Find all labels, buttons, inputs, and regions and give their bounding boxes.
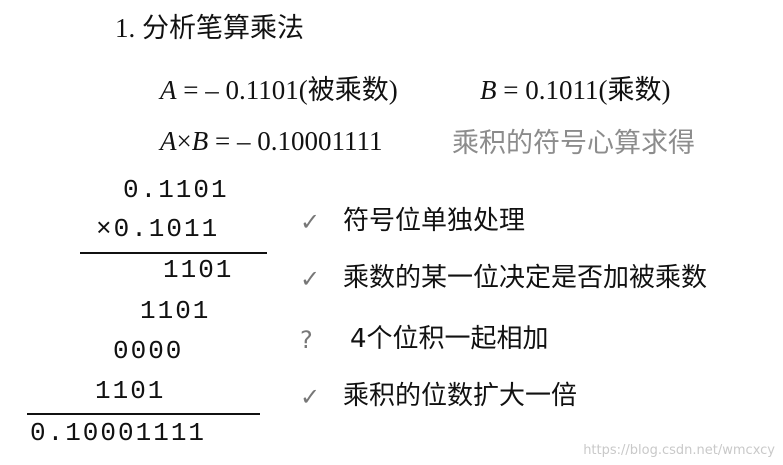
bullet-sign-bit: 符号位单独处理	[343, 206, 526, 236]
check-icon: ✓	[300, 265, 321, 293]
calc-row-result: 0.10001111	[30, 418, 207, 448]
check-icon: ✓	[300, 208, 321, 236]
formula-product: A×B = – 0.10001111	[160, 128, 382, 155]
var-a: A	[160, 75, 177, 105]
calc-row-partial-3: 0000	[113, 336, 184, 366]
sign-note: 乘积的符号心算求得	[452, 128, 695, 159]
multiplier-expression: = 0.1011(乘数)	[496, 75, 671, 105]
formula-multiplier: B = 0.1011(乘数)	[480, 77, 670, 104]
times-sign: ×	[176, 126, 192, 156]
calc-row-multiplicand: 0.1101	[123, 175, 229, 205]
var-b: B	[480, 75, 497, 105]
bullet-product-width: 乘积的位数扩大一倍	[343, 381, 578, 411]
product-expression: = – 0.10001111	[208, 126, 383, 156]
bullet-multiplier-bit: 乘数的某一位决定是否加被乘数	[343, 263, 708, 293]
calc-divider-top	[80, 252, 267, 254]
bullet-partial-sum: 4个位积一起相加	[350, 324, 549, 354]
var-b: B	[191, 126, 209, 156]
var-a: A	[160, 126, 177, 156]
calc-row-partial-1: 1101	[163, 255, 234, 285]
check-icon: ✓	[300, 383, 321, 411]
calc-row-partial-4: 1101	[95, 376, 166, 406]
formula-multiplicand: A = – 0.1101(被乘数)	[160, 77, 398, 104]
multiplicand-expression: = – 0.1101(被乘数)	[176, 75, 398, 105]
calc-row-partial-2: 1101	[140, 296, 211, 326]
calc-row-multiplier: ×0.1011	[96, 214, 220, 244]
watermark: https://blog.csdn.net/wmcxcy	[583, 443, 775, 458]
page-title: 1. 分析笔算乘法	[115, 13, 304, 43]
question-icon: ?	[300, 326, 313, 354]
calc-divider-bottom	[27, 413, 260, 415]
